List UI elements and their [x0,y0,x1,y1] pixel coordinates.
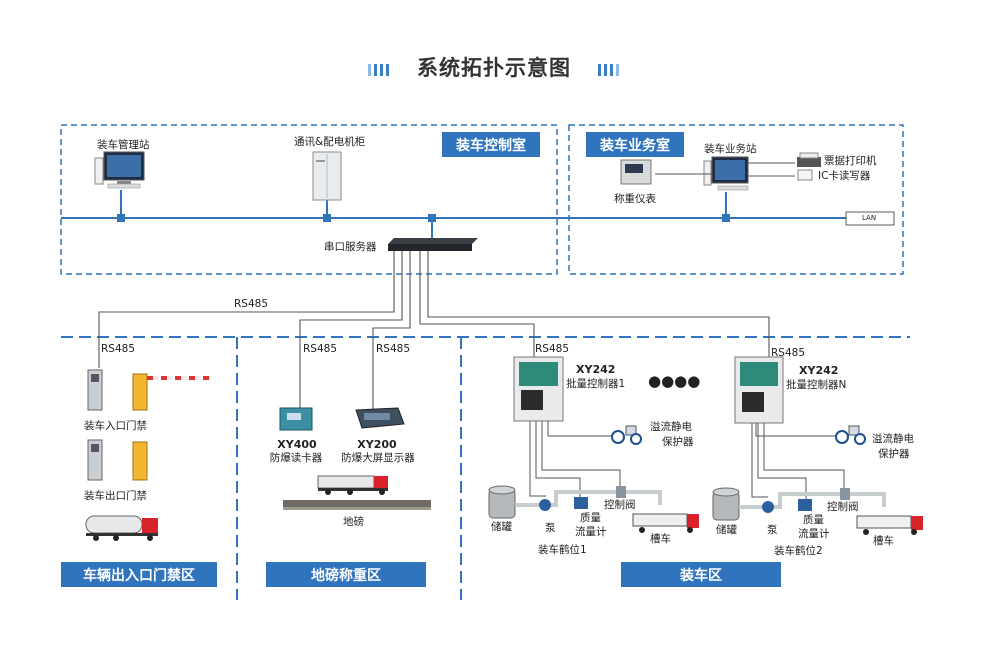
esd1-label-b: 保护器 [662,436,694,448]
station-label: 装车管理站 [97,139,150,151]
printer-icon [797,152,821,167]
loading-zone-label: 装车区 [621,562,781,587]
esdn-label-a: 溢流静电 [872,433,914,445]
rs485-reader-label: RS485 [303,343,338,355]
more-controllers-dots: ●●●● [648,372,701,390]
rs485-ctrln-label: RS485 [771,347,806,359]
reader-model-label: XY400 [277,438,317,451]
rs485-display-label: RS485 [376,343,411,355]
ctrln-model-label: XY242 [799,364,839,377]
ic-reader-label: IC卡读写器 [818,170,871,182]
rs485-main-label: RS485 [234,298,269,310]
bay1-label: 装车鹤位1 [538,544,587,556]
esd-protector-n-icon [835,425,866,445]
title-decoration-right [598,64,619,76]
pump1-label: 泵 [545,522,556,534]
business-room-label: 装车业务室 [586,132,684,157]
controller-n-icon [734,356,784,424]
control-room-label: 装车控制室 [442,132,540,157]
card-reader-icon [279,407,313,431]
entry-gate-label: 装车入口门禁 [84,420,147,432]
printer-label: 票据打印机 [824,155,877,167]
station-computer [94,151,145,189]
ctrl1-model-label: XY242 [576,363,616,376]
truck1-label: 槽车 [650,533,671,545]
serial-server-label: 串口服务器 [324,241,377,253]
exit-gate-icon [87,439,148,481]
ctrl1-name-label: 批量控制器1 [566,378,626,390]
control-room-box [60,124,558,275]
esdn-label-b: 保护器 [878,448,910,460]
scale-zone-label: 地磅称重区 [266,562,426,587]
rs485-gate-label: RS485 [101,343,136,355]
esd1-label-a: 溢流静电 [650,421,692,433]
tank2-label: 储罐 [716,524,737,536]
business-station-computer [703,156,749,191]
weigh-meter-label: 称重仪表 [614,193,656,205]
flow2-label-a: 质量 [803,514,824,526]
tank1-label: 储罐 [491,521,512,533]
bay-1-equipment [488,485,699,533]
flow2-label-b: 流量计 [798,528,830,540]
esd-protector-1-icon [611,425,642,445]
scale-truck-icon [317,475,388,495]
lan-tag [845,211,895,226]
business-room-box [568,124,904,275]
weighbridge-label: 地磅 [343,516,364,528]
lan-label: LAN [862,214,877,222]
ctrln-name-label: 批量控制器N [786,379,847,391]
cabinet-icon [312,151,342,201]
bay-2-equipment [712,487,923,535]
title-decoration-left [368,64,389,76]
ic-reader-icon [797,169,813,181]
pump2-label: 泵 [767,524,778,536]
flow1-label-a: 质量 [580,512,601,524]
page-title: 系统拓扑示意图 [417,56,571,80]
weighbridge-icon [283,500,431,510]
controller-1-icon [513,356,564,422]
gate-zone-label: 车辆出入口门禁区 [61,562,217,587]
flow1-label-b: 流量计 [575,526,607,538]
truck2-label: 槽车 [873,535,894,547]
display-name-label: 防爆大屏显示器 [341,452,415,464]
display-icon [355,407,405,429]
entry-gate-icon [87,369,210,411]
bay2-label: 装车鹤位2 [774,545,823,557]
serial-server-icon [388,238,478,251]
rs485-cables [98,251,770,410]
valve1-label: 控制阀 [604,499,636,511]
reader-name-label: 防爆读卡器 [269,452,323,464]
gate-truck-icon [85,515,158,541]
business-station-label: 装车业务站 [704,143,757,155]
weigh-meter-icon [620,159,652,185]
cabinet-label: 通讯&配电机柜 [294,136,366,148]
exit-gate-label: 装车出口门禁 [84,490,147,502]
rs485-ctrl1-label: RS485 [535,343,570,355]
display-model-label: XY200 [357,438,397,451]
valve2-label: 控制阀 [827,501,859,513]
